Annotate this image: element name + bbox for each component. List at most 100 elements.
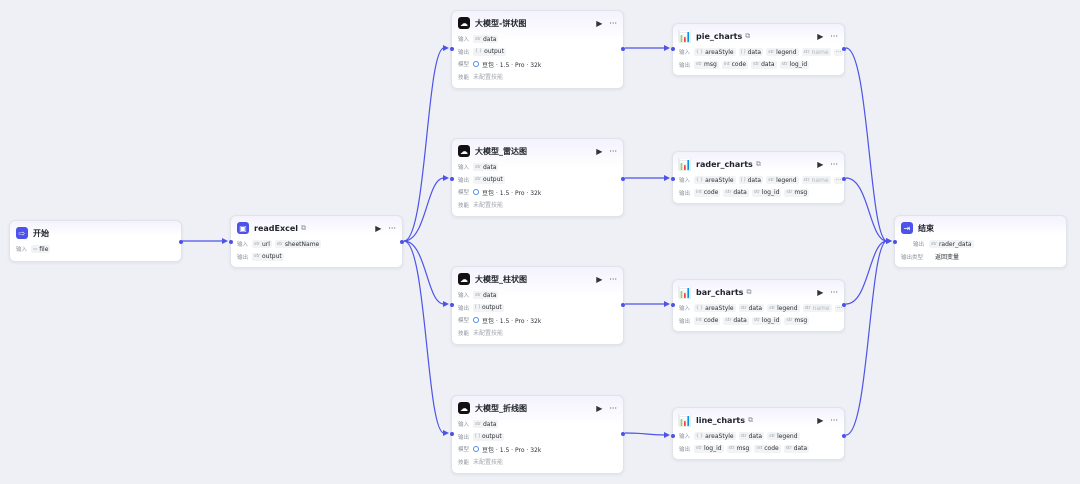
run-icon[interactable]: ▶: [817, 31, 824, 41]
param-name: log_id: [789, 61, 808, 69]
more-icon[interactable]: ···: [609, 146, 617, 156]
line-charts-node[interactable]: 📊 line_charts ⧉ ▶··· 输入 { }areaStyle str…: [671, 407, 846, 460]
edge-line: [845, 240, 888, 436]
edge-line: [403, 47, 445, 242]
llm-icon: ☁: [458, 145, 470, 157]
run-icon[interactable]: ▶: [596, 18, 603, 28]
edge-arrowhead: [443, 45, 449, 51]
param-name: output: [484, 48, 504, 56]
more-params-button[interactable]: ···: [833, 176, 844, 184]
param-name: msg: [736, 445, 750, 453]
output-port[interactable]: [621, 303, 625, 307]
more-params-button[interactable]: ···: [834, 304, 844, 312]
more-icon[interactable]: ···: [830, 287, 838, 297]
run-icon[interactable]: ▶: [817, 159, 824, 169]
run-icon[interactable]: ▶: [596, 146, 603, 156]
output-type-value: 返回变量: [935, 254, 960, 262]
input-port[interactable]: [671, 47, 675, 51]
more-icon[interactable]: ···: [609, 18, 617, 28]
input-port[interactable]: [450, 47, 454, 51]
param-chip: { }areaStyle: [694, 304, 736, 313]
input-port[interactable]: [671, 434, 675, 438]
input-label: 输入: [458, 293, 470, 300]
model-label: 模型: [458, 190, 470, 197]
input-port[interactable]: [671, 177, 675, 181]
type-tag: str: [475, 36, 481, 42]
more-icon[interactable]: ···: [830, 415, 838, 425]
input-label: 输入: [458, 165, 470, 172]
type-tag: str: [803, 49, 810, 55]
copy-icon[interactable]: ⧉: [746, 287, 752, 296]
copy-icon[interactable]: ⧉: [745, 31, 751, 40]
more-icon[interactable]: ···: [609, 403, 617, 413]
output-label: 输出: [679, 318, 691, 325]
type-tag: str: [725, 318, 732, 324]
output-port[interactable]: [621, 432, 625, 436]
output-port[interactable]: [621, 47, 625, 51]
type-tag: str: [740, 305, 747, 311]
type-tag: str: [786, 318, 793, 324]
llm-icon: ☁: [458, 273, 470, 285]
more-icon[interactable]: ···: [830, 31, 838, 41]
more-icon[interactable]: ···: [388, 223, 396, 233]
param-name: legend: [777, 432, 798, 440]
input-port[interactable]: [450, 177, 454, 181]
run-icon[interactable]: ▶: [596, 403, 603, 413]
edge-line: [845, 47, 888, 242]
pie-charts-node[interactable]: 📊 pie_charts ⧉ ▶··· 输入 { }areaStyle [ ]d…: [671, 23, 846, 76]
edge-line: [845, 177, 888, 242]
output-port[interactable]: [842, 434, 846, 438]
more-params-button[interactable]: ···: [833, 48, 844, 56]
start-node[interactable]: ⇨ 开始 输入 ▭file: [9, 220, 183, 262]
param-chip: { }output: [473, 47, 506, 56]
run-icon[interactable]: ▶: [375, 223, 382, 233]
more-icon[interactable]: ···: [609, 274, 617, 284]
param-name: areaStyle: [705, 48, 734, 56]
output-port[interactable]: [842, 303, 846, 307]
output-port[interactable]: [842, 47, 846, 51]
output-label: 输出: [679, 62, 691, 69]
output-port[interactable]: [621, 177, 625, 181]
input-port[interactable]: [229, 240, 233, 244]
input-port[interactable]: [671, 303, 675, 307]
edge-arrowhead: [886, 238, 892, 244]
input-port[interactable]: [893, 240, 897, 244]
output-port[interactable]: [842, 177, 846, 181]
param-name: code: [703, 189, 719, 197]
output-port[interactable]: [400, 240, 404, 244]
param-chip: ▭file: [31, 245, 51, 254]
type-tag: str: [475, 292, 481, 298]
output-port[interactable]: [179, 240, 183, 244]
type-tag: str: [725, 190, 732, 196]
output-type-label: 输出类型: [901, 254, 924, 261]
more-icon[interactable]: ···: [830, 159, 838, 169]
input-port[interactable]: [450, 432, 454, 436]
param-name: msg: [794, 189, 808, 197]
type-tag: str: [785, 446, 792, 452]
edge-line: [845, 240, 888, 305]
run-icon[interactable]: ▶: [596, 274, 603, 284]
type-tag: str: [781, 62, 788, 68]
rader-charts-node[interactable]: 📊 rader_charts ⧉ ▶··· 输入 { }areaStyle [ …: [671, 151, 846, 204]
copy-icon[interactable]: ⧉: [301, 223, 307, 232]
param-name: legend: [776, 48, 797, 56]
run-icon[interactable]: ▶: [817, 415, 824, 425]
input-port[interactable]: [450, 303, 454, 307]
run-icon[interactable]: ▶: [817, 287, 824, 297]
param-chip: { }areaStyle: [694, 48, 736, 57]
copy-icon[interactable]: ⧉: [755, 159, 761, 168]
copy-icon[interactable]: ⧉: [747, 415, 753, 424]
param-name: data: [748, 304, 763, 312]
